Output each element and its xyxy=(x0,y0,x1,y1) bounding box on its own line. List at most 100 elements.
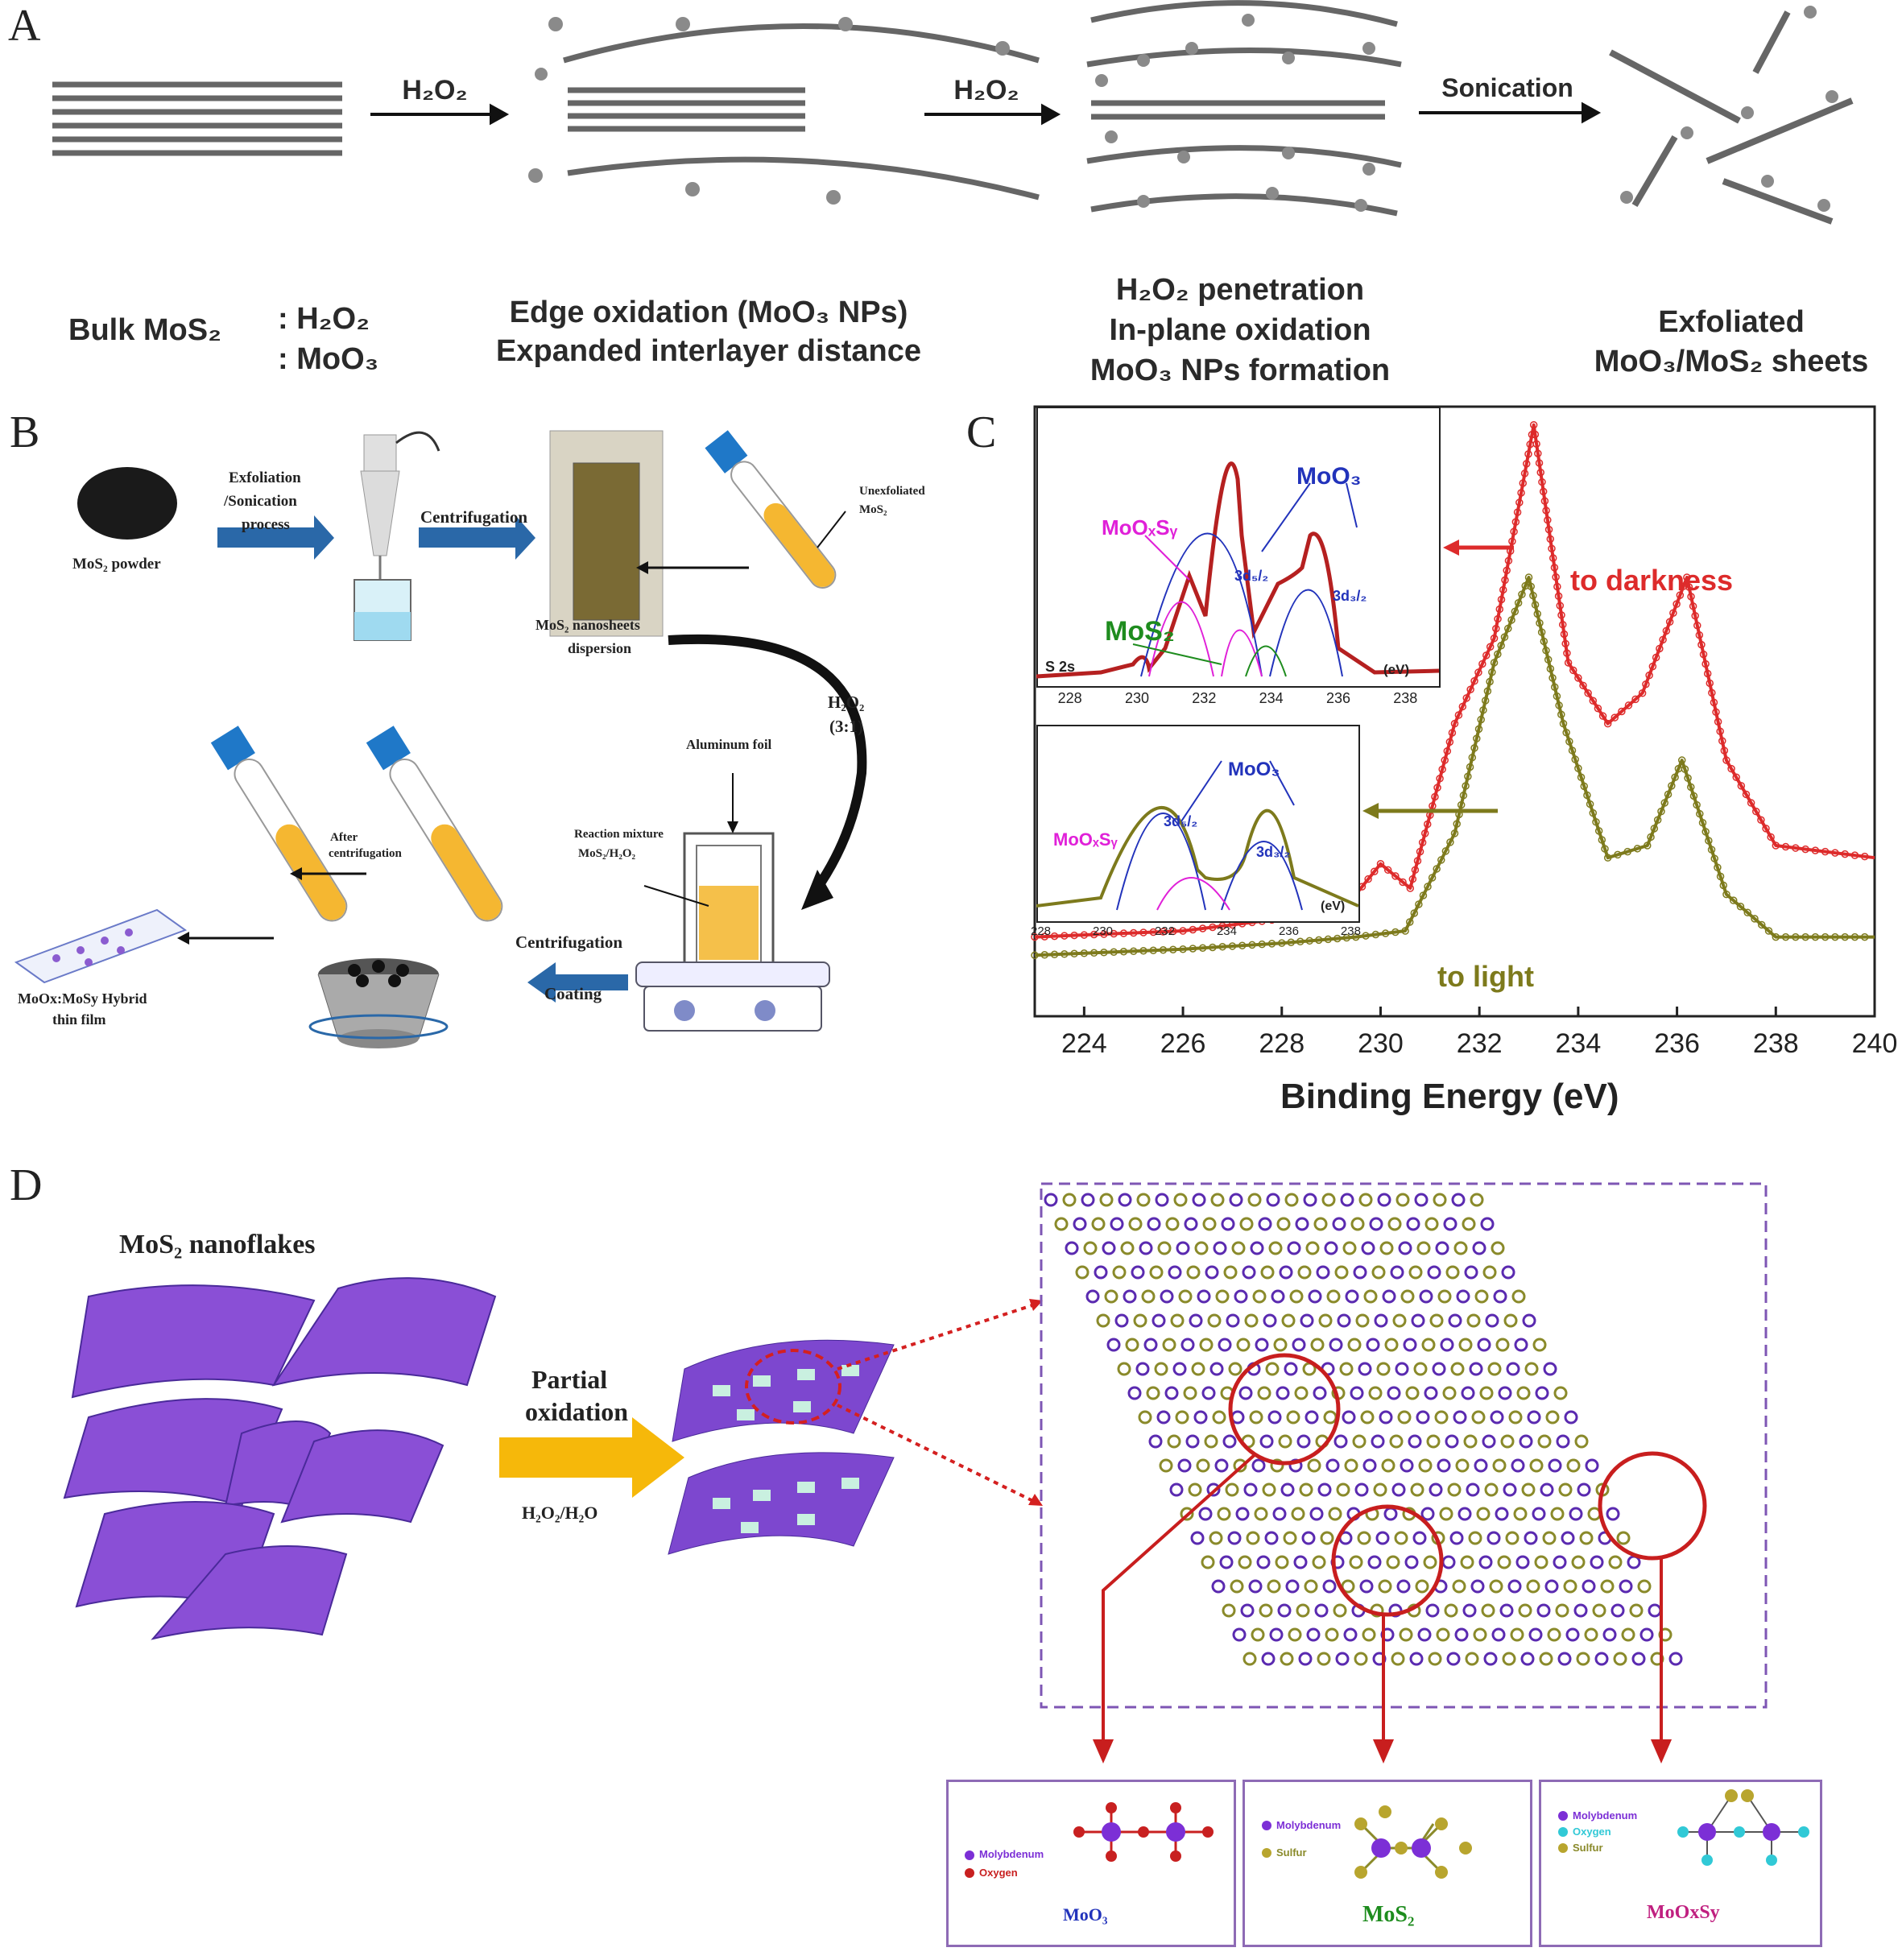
mo-atom xyxy=(1382,1289,1396,1304)
data-point xyxy=(1520,469,1529,478)
data-point xyxy=(1764,927,1773,935)
data-point xyxy=(1159,928,1168,936)
s-atom xyxy=(1392,1313,1407,1328)
s-atom xyxy=(1416,1241,1431,1255)
data-point xyxy=(1248,941,1256,949)
data-point xyxy=(1580,782,1588,791)
mo-atom xyxy=(1169,1482,1184,1497)
mo-atom xyxy=(1192,1193,1206,1207)
s-atom xyxy=(1199,1338,1214,1352)
data-point xyxy=(1676,591,1685,599)
thin-film xyxy=(14,908,188,984)
s-atom xyxy=(1238,1555,1252,1569)
mo-atom xyxy=(1335,1652,1350,1666)
s-atom xyxy=(1091,1217,1106,1231)
s-atom xyxy=(1621,1627,1635,1642)
mo-atom xyxy=(1198,1507,1213,1521)
mo-atom xyxy=(1639,1627,1654,1642)
mo-atom xyxy=(1398,1241,1412,1255)
s-atom xyxy=(1236,1338,1251,1352)
mo-atom xyxy=(1548,1458,1562,1473)
data-point xyxy=(1490,634,1499,643)
data-point xyxy=(1238,941,1247,949)
s-atom xyxy=(1584,1627,1598,1642)
s-atom xyxy=(1313,1217,1328,1231)
s-atom xyxy=(1307,1458,1321,1473)
data-point xyxy=(1090,930,1098,939)
mo-atom xyxy=(1532,1507,1546,1521)
s-atom xyxy=(1104,1289,1118,1304)
data-point xyxy=(1448,729,1457,737)
mo-atom xyxy=(1184,1217,1198,1231)
data-point xyxy=(1560,630,1569,639)
s-atom xyxy=(1408,1265,1423,1280)
mo-atom xyxy=(1358,1362,1372,1376)
mo-atom xyxy=(1396,1579,1411,1594)
mo-atom xyxy=(1511,1458,1525,1473)
data-point xyxy=(1811,846,1820,854)
s-atom xyxy=(1571,1555,1586,1569)
s-atom xyxy=(1165,1217,1180,1231)
data-point xyxy=(1707,846,1716,854)
data-point xyxy=(1535,459,1544,467)
s-atom xyxy=(1188,1482,1202,1497)
data-point xyxy=(1732,773,1740,782)
mo-atom xyxy=(1332,1217,1346,1231)
mo-atom xyxy=(1350,1386,1364,1400)
mo-atom xyxy=(1486,1531,1501,1545)
mo-atom xyxy=(1263,1313,1277,1328)
mo-atom xyxy=(1485,1313,1499,1328)
mo-atom xyxy=(1317,1482,1332,1497)
mo-atom xyxy=(1322,1579,1337,1594)
mo-atom xyxy=(1337,1313,1351,1328)
mo-atom xyxy=(1342,1410,1356,1425)
s-atom xyxy=(1555,1603,1569,1618)
mo-atom xyxy=(1102,1241,1116,1255)
s-atom xyxy=(1201,1555,1215,1569)
inset2-frame xyxy=(1036,725,1360,923)
mos2-powder-pile xyxy=(77,467,177,540)
mo-atom xyxy=(1131,1265,1145,1280)
s-atom xyxy=(1083,1241,1098,1255)
mo-atom xyxy=(1189,1313,1203,1328)
mo-atom xyxy=(1214,1458,1229,1473)
lattice-zoom-box xyxy=(1040,1182,1768,1709)
panel-d-diagram xyxy=(63,1182,1768,1764)
mo-atom xyxy=(1242,1265,1256,1280)
s-atom xyxy=(1099,1193,1114,1207)
data-point xyxy=(1529,420,1538,429)
mo-atom xyxy=(1177,1458,1192,1473)
data-point xyxy=(1061,950,1069,958)
s-atom xyxy=(1426,1434,1441,1449)
mo-atom xyxy=(1229,1193,1243,1207)
s-atom xyxy=(1128,1217,1143,1231)
data-point xyxy=(1405,918,1414,926)
to-darkness-label: to darkness xyxy=(1570,564,1734,597)
label-bulk-mos2: Bulk MoS₂ xyxy=(68,313,221,347)
s-atom xyxy=(1207,1313,1222,1328)
data-point xyxy=(1669,609,1677,617)
mo-atom xyxy=(1065,1241,1079,1255)
label-exfoliation-2: /Sonication xyxy=(224,493,297,510)
mo-atom xyxy=(1371,1434,1385,1449)
data-point xyxy=(1481,697,1490,705)
data-point xyxy=(1638,689,1647,697)
label-exfoliation-3: process xyxy=(242,516,290,533)
mo-atom xyxy=(1316,1265,1330,1280)
tube-after xyxy=(210,726,348,922)
s-atom xyxy=(1391,1652,1405,1666)
mo-atom xyxy=(1408,1434,1422,1449)
s-atom xyxy=(1125,1338,1139,1352)
mo-atom xyxy=(1524,1531,1538,1545)
mooxsy-legend-o: Oxygen xyxy=(1573,1826,1611,1838)
data-point xyxy=(1772,932,1780,941)
data-point xyxy=(1697,640,1706,649)
data-point xyxy=(1169,945,1177,953)
s-atom xyxy=(1260,1265,1275,1280)
mo-atom xyxy=(1301,1531,1316,1545)
data-point xyxy=(1462,694,1470,702)
panel-a-letter: A xyxy=(8,1,41,51)
s-atom xyxy=(1450,1362,1465,1376)
mo-atom xyxy=(1295,1217,1309,1231)
data-point xyxy=(1070,931,1078,940)
